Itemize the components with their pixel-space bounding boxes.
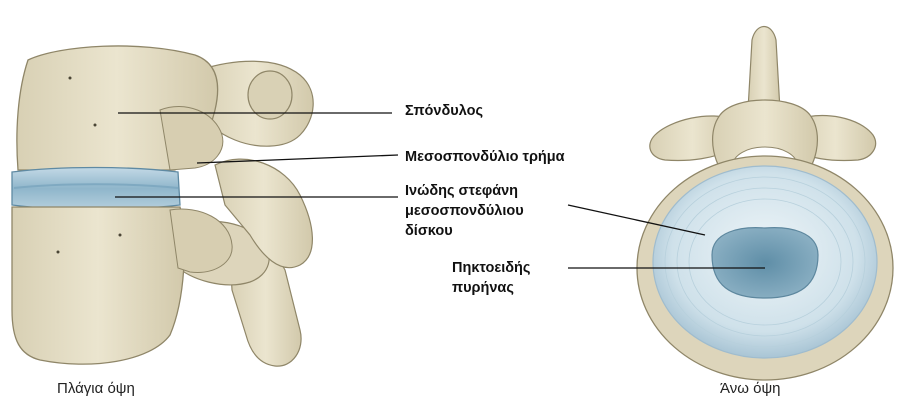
label-vertebra: Σπόνδυλος [405,102,483,120]
nucleus-pulposus [712,228,818,298]
label-nucleus-line2: πυρήνας [452,279,514,297]
foramen-dot [94,124,97,127]
label-annulus-line1: Ινώδης στεφάνη [405,182,518,200]
foramen-dot [119,234,122,237]
intervertebral-disc-lateral [12,168,180,210]
label-annulus-line2: μεσοσπονδύλιου [405,202,524,220]
lower-pedicle [170,209,232,272]
upper-articular-knob [248,71,292,119]
superior-view [637,27,893,381]
label-intervertebral-foramen: Μεσοσπονδύλιο τρήμα [405,148,565,166]
leader-foramen [197,155,398,163]
caption-lateral-view: Πλάγια όψη [57,380,135,398]
label-annulus-line3: δίσκου [405,222,453,240]
caption-superior-view: Άνω όψη [720,380,781,398]
lateral-view [12,46,313,366]
foramen-dot [57,251,60,254]
lower-vertebral-body [12,207,184,364]
foramen-dot [69,77,72,80]
label-nucleus-line1: Πηκτοειδής [452,259,530,277]
